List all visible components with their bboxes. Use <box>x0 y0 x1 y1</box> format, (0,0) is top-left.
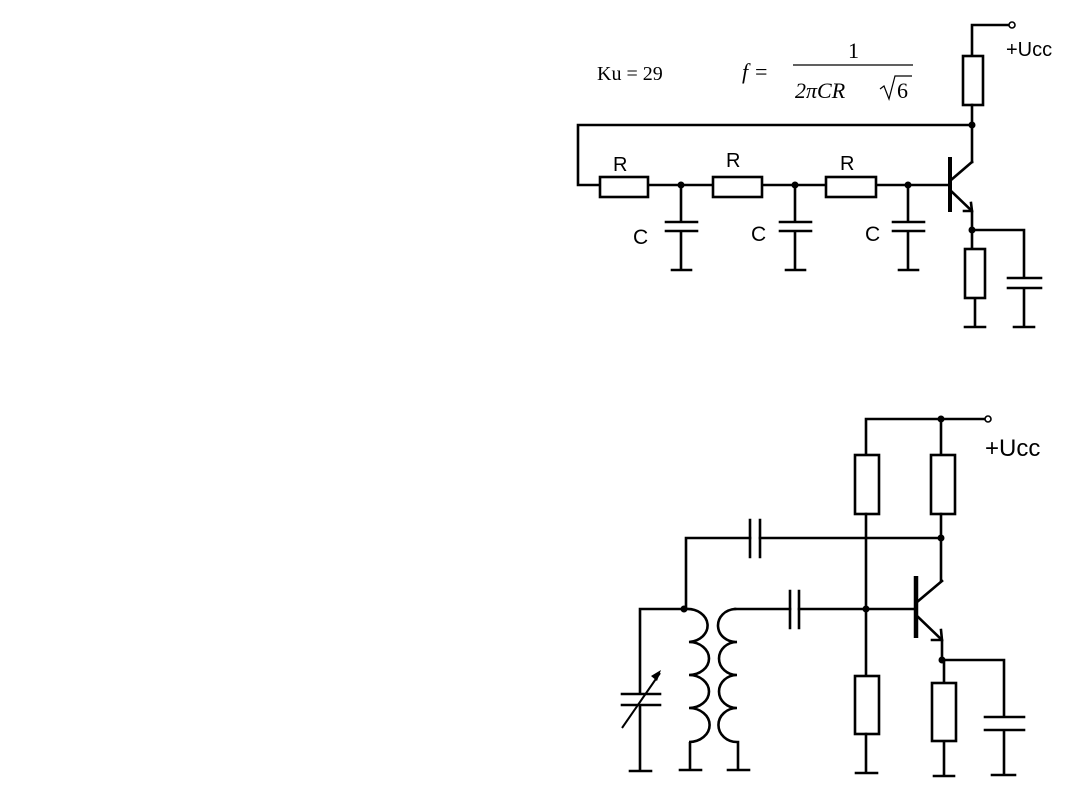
feedback-wire <box>684 536 943 611</box>
junction-dot <box>968 121 976 129</box>
emitter-wire <box>932 658 956 778</box>
primary-inductor-coil <box>678 607 711 772</box>
arrow-head <box>651 670 661 681</box>
frequency-formula: f = 1 2πCR 6 <box>742 38 913 103</box>
supply-terminal <box>1008 21 1016 29</box>
bias-resistor-top <box>853 453 881 516</box>
resistor-label: R <box>840 153 854 175</box>
shunt-capacitor-3 <box>891 181 926 272</box>
capacitor-label: C <box>865 223 880 246</box>
resistor-r3 <box>824 175 878 199</box>
junction-dot <box>862 605 870 613</box>
collector-resistor <box>929 453 957 516</box>
transistor-npn <box>948 157 974 232</box>
capacitor-label: C <box>633 226 648 249</box>
secondary-inductor-coil <box>716 607 751 772</box>
supply-terminal <box>984 415 992 423</box>
feedback-wire <box>576 123 974 187</box>
gain-label: Ku = 29 <box>597 63 663 85</box>
variable-capacitor <box>620 607 686 773</box>
resistor-r1 <box>598 175 650 199</box>
capacitor-label: C <box>751 223 766 246</box>
emitter-resistor <box>963 247 987 300</box>
formula-radicand: 6 <box>897 78 908 103</box>
collector-resistor <box>961 54 985 107</box>
feedback-capacitor <box>748 518 762 559</box>
rc-oscillator-circuit: Ku = 29 f = 1 2πCR 6 +Ucc R R R <box>576 21 1052 329</box>
formula-numerator: 1 <box>848 38 859 63</box>
emitter-bypass-capacitor <box>940 658 1026 777</box>
resistor-r2 <box>711 175 764 199</box>
bias-wire <box>864 512 943 678</box>
formula-lhs: f = <box>742 59 768 84</box>
resistor-label: R <box>613 154 627 176</box>
formula-denominator: 2πCR <box>795 78 846 103</box>
sqrt-sign <box>879 75 912 101</box>
emitter-bypass-capacitor <box>970 228 1043 329</box>
resistor-label: R <box>726 150 740 172</box>
supply-wire <box>970 23 1011 58</box>
transistor-npn <box>913 576 944 662</box>
supply-label: +Ucc <box>1006 39 1052 61</box>
lc-oscillator-circuit: +Ucc <box>620 415 1040 778</box>
coupling-capacitor <box>788 589 801 630</box>
emitter-resistor <box>930 681 958 743</box>
ground <box>854 732 879 775</box>
bias-resistor-bottom <box>853 674 881 736</box>
emitter-wire <box>963 228 987 329</box>
variable-arrow-icon <box>621 672 661 729</box>
supply-rail <box>864 417 987 457</box>
shunt-capacitor-2 <box>778 181 813 272</box>
junction-dot <box>937 534 945 542</box>
shunt-capacitor-1 <box>664 181 699 272</box>
junction-dot <box>680 605 688 613</box>
supply-label: +Ucc <box>985 435 1040 462</box>
